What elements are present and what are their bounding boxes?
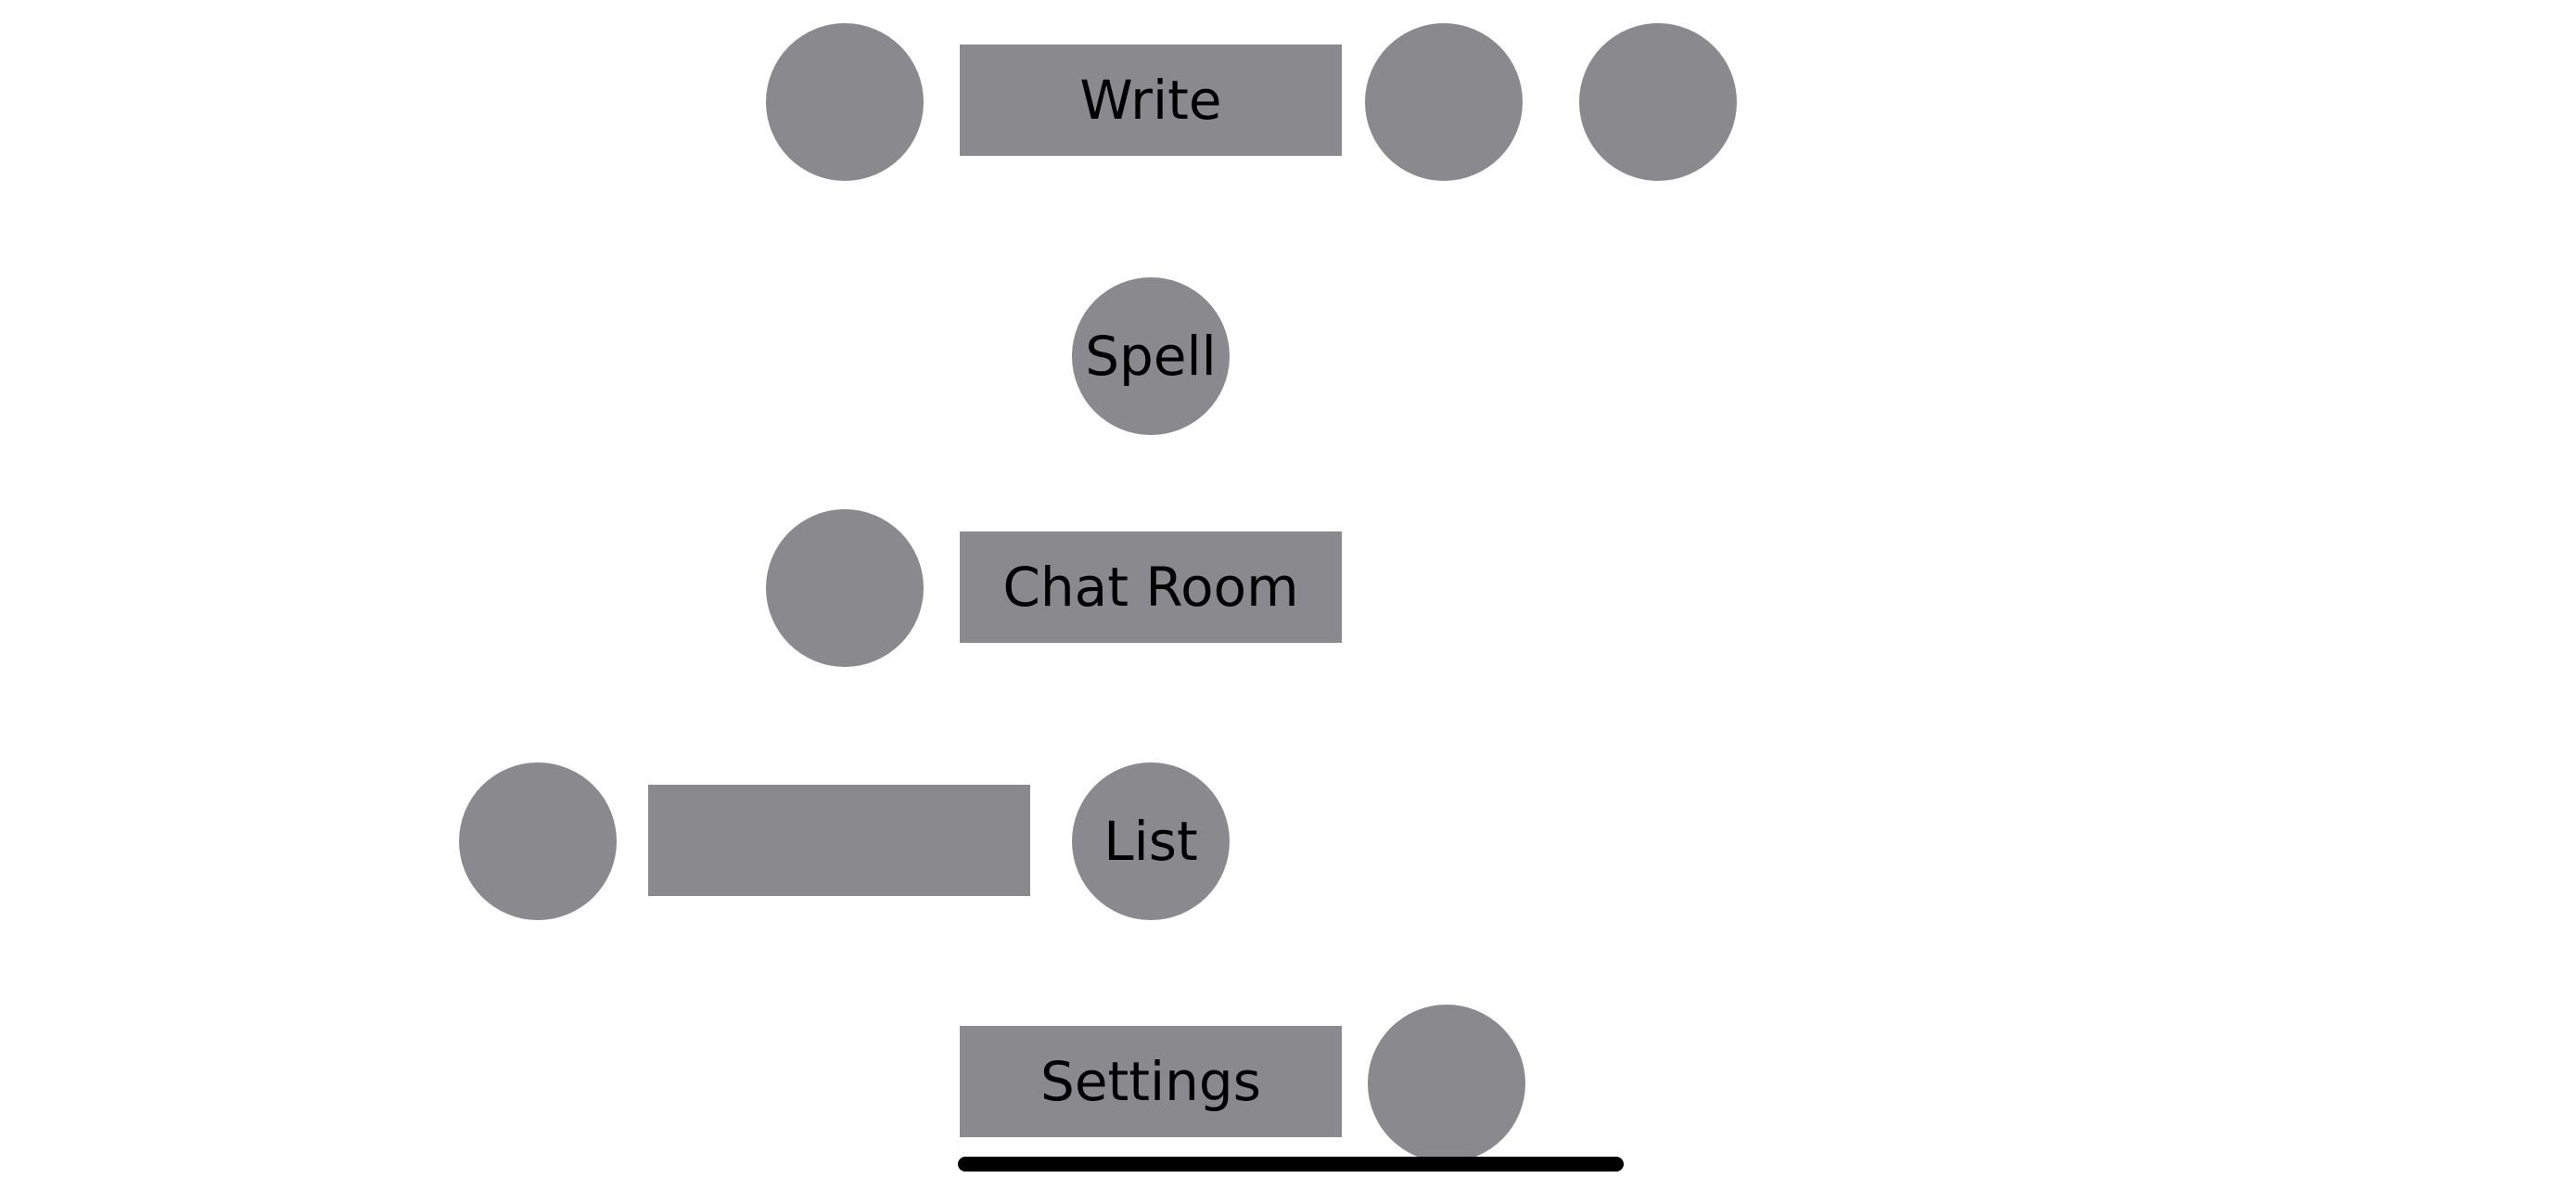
list-left-circle-button[interactable] <box>459 762 617 920</box>
chat-room-button-label: Chat Room <box>1002 556 1299 619</box>
settings-button-label: Settings <box>1040 1050 1261 1113</box>
list-blank-rect-button[interactable] <box>648 785 1030 896</box>
list-button[interactable]: List <box>1072 762 1230 920</box>
spell-button-label: Spell <box>1085 325 1217 388</box>
write-button[interactable]: Write <box>960 45 1342 156</box>
write-button-label: Write <box>1079 69 1222 132</box>
home-indicator[interactable] <box>958 1157 1624 1172</box>
write-left-circle-button[interactable] <box>766 23 924 181</box>
chat-room-circle-button[interactable] <box>766 509 924 667</box>
spell-button[interactable]: Spell <box>1072 277 1230 435</box>
write-right-circle-button[interactable] <box>1365 23 1523 181</box>
settings-circle-button[interactable] <box>1368 1005 1525 1162</box>
chat-room-button[interactable]: Chat Room <box>960 531 1342 643</box>
write-far-right-circle-button[interactable] <box>1579 23 1737 181</box>
list-button-label: List <box>1103 810 1198 873</box>
settings-button[interactable]: Settings <box>960 1026 1342 1137</box>
